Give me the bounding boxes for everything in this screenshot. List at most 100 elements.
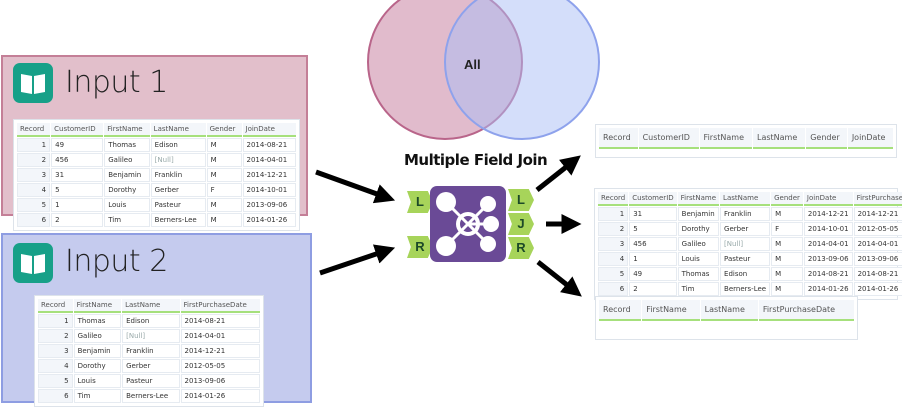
table-cell: 2014-08-21	[853, 267, 902, 281]
column-header[interactable]: CustomerID	[629, 192, 677, 206]
table-cell: 2	[38, 329, 73, 343]
column-header[interactable]: FirstName	[73, 299, 122, 313]
table-cell: Gerber	[122, 359, 180, 373]
column-header[interactable]: FirstName	[677, 192, 720, 206]
column-header[interactable]: LastName	[720, 192, 771, 206]
column-header[interactable]: FirstName	[699, 128, 752, 149]
column-header[interactable]: LastName	[752, 128, 806, 149]
column-header[interactable]: FirstName	[642, 300, 700, 321]
input-1-title: Input 1	[65, 65, 168, 100]
table-cell: 2	[598, 222, 629, 236]
table-cell: 3	[38, 344, 73, 358]
column-header[interactable]: Record	[599, 128, 638, 149]
table-cell: 5	[51, 183, 104, 197]
table-cell: F	[206, 183, 242, 197]
tool-title: Multiple Field Join	[404, 151, 548, 169]
network-icon	[436, 192, 499, 256]
table-cell: M	[206, 168, 242, 182]
input-anchor-right[interactable]: R	[407, 236, 433, 258]
table-cell: M	[206, 198, 242, 212]
column-header[interactable]: JoinDate	[242, 123, 296, 137]
table-cell: Louis	[73, 374, 122, 388]
table-cell: M	[771, 207, 803, 221]
table-cell: Benjamin	[73, 344, 122, 358]
column-header[interactable]: CustomerID	[638, 128, 699, 149]
table-cell: M	[771, 252, 803, 266]
table-cell: Gerber	[150, 183, 206, 197]
table-cell: Dorothy	[104, 183, 150, 197]
table-cell: Galileo	[104, 153, 150, 167]
table-cell: Franklin	[150, 168, 206, 182]
join-tool-icon[interactable]	[430, 186, 506, 262]
column-header[interactable]: Record	[38, 299, 73, 313]
table-cell: 2014-01-26	[242, 213, 296, 227]
column-header[interactable]: FirstPurchaseDate	[758, 300, 854, 321]
column-header[interactable]: Record	[17, 123, 51, 137]
column-header[interactable]: LastName	[122, 299, 180, 313]
table-cell: Franklin	[720, 207, 771, 221]
column-header[interactable]: CustomerID	[51, 123, 104, 137]
table-cell: Tim	[677, 282, 720, 296]
table-cell: 2014-01-26	[853, 282, 902, 296]
output-anchor-left[interactable]: L	[508, 189, 534, 211]
column-header[interactable]: LastName	[150, 123, 206, 137]
column-header[interactable]: FirstPurchaseDate	[180, 299, 260, 313]
table-cell: 2012-05-05	[180, 359, 260, 373]
table-cell: 2014-10-01	[242, 183, 296, 197]
column-header[interactable]: JoinDate	[847, 128, 893, 149]
table-cell: 2014-12-21	[803, 207, 853, 221]
column-header[interactable]: Gender	[771, 192, 803, 206]
table-cell: 5	[38, 374, 73, 388]
table-cell: 2014-12-21	[180, 344, 260, 358]
table-cell: 2	[629, 282, 677, 296]
table-cell: 456	[629, 237, 677, 251]
table-cell: Benjamin	[677, 207, 720, 221]
table-cell: Galileo	[677, 237, 720, 251]
table-cell: 2013-09-06	[242, 198, 296, 212]
output-anchor-right[interactable]: R	[508, 237, 534, 259]
table-cell: 3	[598, 237, 629, 251]
column-header[interactable]: Gender	[206, 123, 242, 137]
input-anchor-left[interactable]: L	[407, 191, 433, 213]
table-cell: Edison	[122, 314, 180, 328]
table-cell: F	[771, 222, 803, 236]
column-header[interactable]: Record	[599, 300, 642, 321]
table-cell: 1	[51, 198, 104, 212]
column-header[interactable]: LastName	[700, 300, 758, 321]
table-cell: 4	[17, 183, 51, 197]
column-header[interactable]: FirstPurchaseDate	[853, 192, 902, 206]
arrow-icon	[536, 260, 582, 297]
column-header[interactable]: Record	[598, 192, 629, 206]
column-header[interactable]: FirstName	[104, 123, 150, 137]
input-2-title: Input 2	[65, 244, 168, 279]
table-cell: 2014-04-01	[853, 237, 902, 251]
table-cell: M	[206, 138, 242, 152]
table-cell: 2013-09-06	[853, 252, 902, 266]
table-cell: 2014-08-21	[242, 138, 296, 152]
output-anchor-join[interactable]: J	[508, 213, 534, 235]
table-cell: 1	[38, 314, 73, 328]
book-icon	[13, 243, 53, 283]
table-cell: 6	[38, 389, 73, 403]
table-cell: 2014-08-21	[180, 314, 260, 328]
table-cell: 2012-05-05	[853, 222, 902, 236]
table-cell: 6	[17, 213, 51, 227]
table-cell: 2013-09-06	[803, 252, 853, 266]
table-cell: 2014-04-01	[180, 329, 260, 343]
table-cell: Franklin	[122, 344, 180, 358]
column-header[interactable]: JoinDate	[803, 192, 853, 206]
column-header[interactable]: Gender	[806, 128, 847, 149]
table-cell: Gerber	[720, 222, 771, 236]
table-cell: [Null]	[720, 237, 771, 251]
table-cell: 2014-04-01	[803, 237, 853, 251]
